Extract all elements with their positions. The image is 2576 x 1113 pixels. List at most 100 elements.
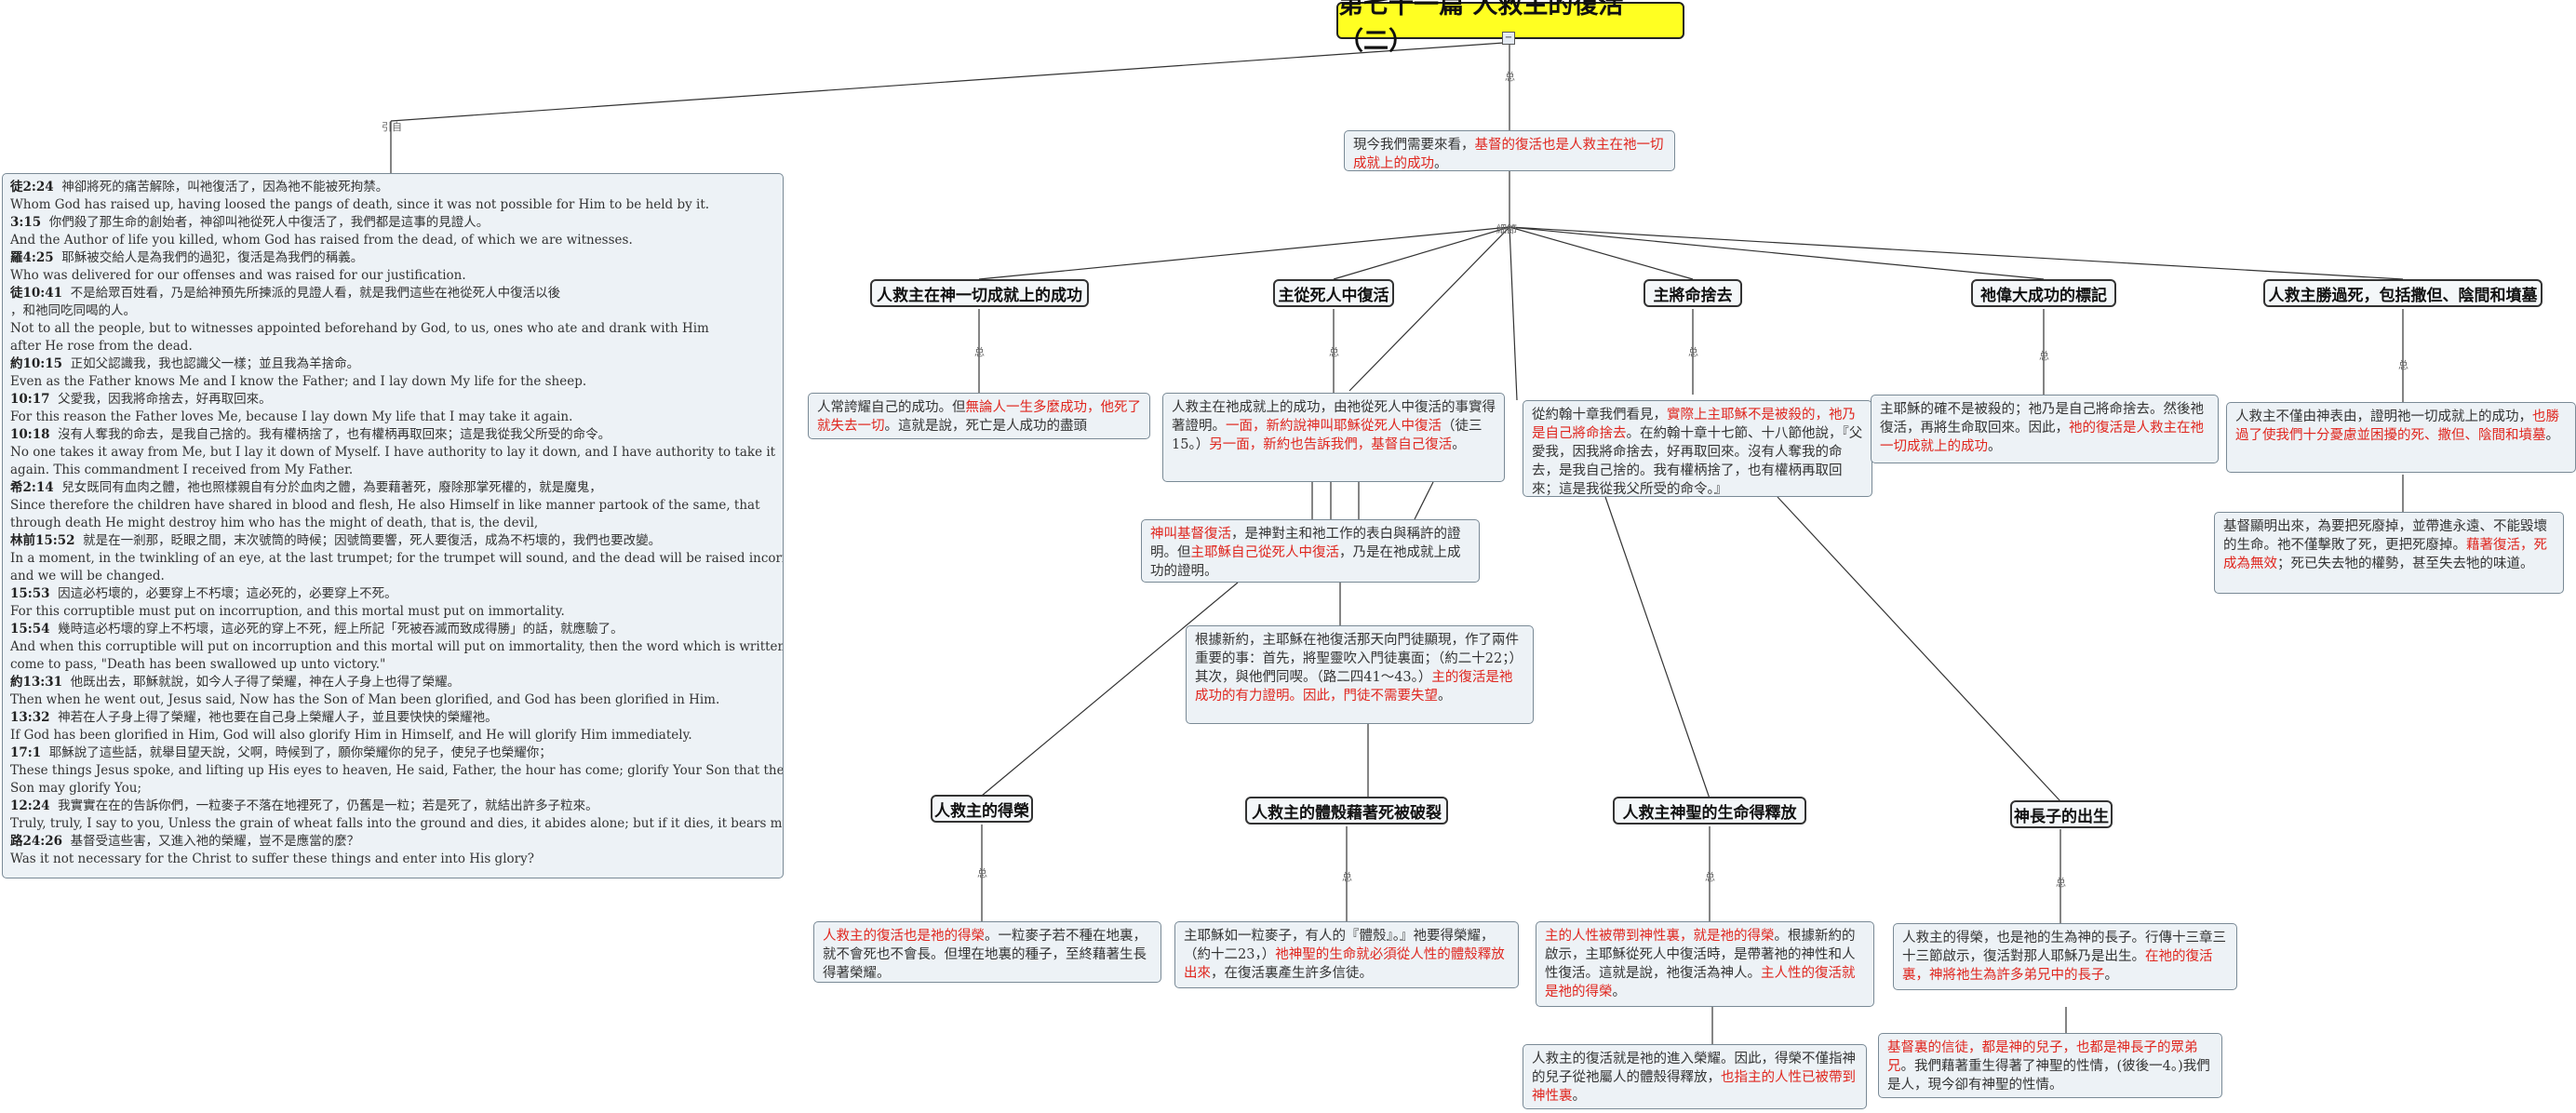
- verse-reference: 10:18: [10, 427, 50, 442]
- verse-chinese: 正如父認識我，我也認識父一樣；並且我為羊捨命。: [70, 356, 360, 371]
- verse-english: Who was delivered for our offenses and w…: [10, 268, 466, 283]
- note-brothers[interactable]: 基督裏的信徒，都是神的兒子，也都是神長子的眾弟兄。我們藉著重生得著了神聖的性情，…: [1878, 1033, 2222, 1098]
- verse-chinese: 耶穌說了這些話，就舉目望天說，父啊，時候到了，願你榮耀你的兒子，使兒子也榮耀你；: [48, 745, 552, 760]
- intro-note[interactable]: 現今我們需要來看，基督的復活也是人救主在祂一切成就上的成功。: [1344, 130, 1675, 171]
- verse-reference: 希2:14: [10, 480, 54, 495]
- verse-english: No one takes it away from Me, but I lay …: [10, 445, 776, 460]
- verse-english: Son may glorify You;: [10, 781, 142, 796]
- note-god-raised[interactable]: 神叫基督復活，是神對主和祂工作的表白與稱許的證明。但主耶穌自己從死人中復活，乃是…: [1141, 519, 1480, 583]
- verse-reference: 林前15:52: [10, 533, 75, 548]
- map-title[interactable]: 第七十一篇 人救主的復活（二）: [1336, 0, 1684, 56]
- reference-line: 3:15 你們殺了那生命的創始者，神卻叫祂從死人中復活了，我們都是這事的見證人。: [10, 214, 775, 232]
- topic-success[interactable]: 人救主在神一切成就上的成功: [870, 279, 1089, 307]
- note-text: 。: [1572, 1089, 1587, 1104]
- highlight-text: 藉著復活，死成為無效: [2223, 538, 2547, 571]
- verse-english: For this corruptible must put on incorru…: [10, 604, 565, 619]
- verse-english: and we will be changed.: [10, 569, 165, 583]
- verse-reference: 17:1: [10, 745, 42, 760]
- note-glorification[interactable]: 人救主的復活也是祂的得榮。一粒麥子若不種在地裏，就不會死也不會長。但埋在地裏的種…: [813, 921, 1161, 983]
- topic-life-released[interactable]: 人救主神聖的生命得釋放: [1613, 797, 1806, 825]
- note-text: 。一粒麥子若不種在地裏，就不會死也不會長。但埋在地裏的種子，至終藉著生長得著榮耀…: [823, 929, 1147, 981]
- reference-line: 10:18 沒有人奪我的命去，是我自己捨的。我有權柄捨了，也有權柄再取回來；這是…: [10, 426, 775, 444]
- reference-line: 15:54 幾時這必朽壞的穿上不朽壞，這必死的穿上不死，經上所記「死被吞滅而致成…: [10, 621, 775, 638]
- verse-english: Even as the Father knows Me and I know t…: [10, 374, 587, 389]
- note-text: 。: [1438, 689, 1452, 704]
- note-appearance[interactable]: 根據新約，主耶穌在祂復活那天向門徒顯現，作了兩件重要的事：首先，將聖靈吹入門徒裏…: [1186, 625, 1534, 724]
- topic-sign-of-success[interactable]: 祂偉大成功的標記: [1971, 279, 2116, 307]
- highlight-text: 基督裏的信徒，都是神的兒子，也都是神長子的眾弟兄: [1887, 1040, 2198, 1074]
- highlight-text: 主人性的復活就是祂的得榮: [1545, 966, 1856, 999]
- note-text: 主耶穌的確不是被殺的；祂乃是自己將命捨去。然後祂復活，再將生命取回來。因此，: [1880, 402, 2204, 436]
- highlight-text: 人救主的復活也是祂的得榮: [823, 929, 985, 944]
- verse-chinese: 就是在一剎那，眨眼之間，末次號筒的時候；因號筒要響，死人要復活，成為不朽壞的，我…: [83, 533, 662, 548]
- note-victory[interactable]: 人救主不僅由神表由，證明祂一切成就上的成功，也勝過了使我們十分憂慮並困擾的死、撒…: [2226, 402, 2576, 473]
- highlight-text: 主的復活是祂成功的有力證明。因此，門徒不需要失望: [1195, 670, 1513, 704]
- link-label-t4: 总: [2039, 350, 2049, 362]
- note-resurrection-fact[interactable]: 人救主在祂成就上的成功，由祂從死人中復活的事實得著證明。一面，新約說神叫耶穌從死…: [1162, 393, 1505, 482]
- verse-english: And when this corruptible will put on in…: [10, 639, 784, 654]
- highlight-text: 主耶穌自己從死人中復活: [1190, 545, 1340, 560]
- highlight-text: 也指主的人性已被帶到神性裏: [1532, 1070, 1856, 1104]
- reference-line: 約13:31 他既出去，耶穌就說，如今人子得了榮耀，神在人子身上也得了榮耀。: [10, 674, 775, 691]
- note-sign-of-success[interactable]: 主耶穌的確不是被殺的；祂乃是自己將命捨去。然後祂復活，再將生命取回來。因此，祂的…: [1871, 395, 2219, 463]
- verse-reference: 13:32: [10, 710, 50, 725]
- note-text: 根據新約，主耶穌在祂復活那天向門徒顯現，作了兩件重要的事：首先，將聖靈吹入門徒裏…: [1195, 633, 1523, 685]
- note-success[interactable]: 人常誇耀自己的成功。但無論人一生多麼成功，他死了就失去一切。這就是說，死亡是人成…: [808, 393, 1150, 439]
- note-text: 。: [1612, 985, 1627, 999]
- verse-chinese: 我實實在在的告訴你們，一粒麥子不落在地裡死了，仍舊是一粒；若是死了，就結出許多子…: [58, 798, 598, 813]
- topic-firstborn[interactable]: 神長子的出生: [2010, 800, 2113, 828]
- reference-line: 徒2:24 神卻將死的痛苦解除，叫祂復活了，因為祂不能被死拘禁。: [10, 179, 775, 196]
- link-label-t1: 总: [974, 346, 985, 358]
- note-text: 人救主在祂成就上的成功，由祂從死人中復活的事實得著證明。: [1172, 400, 1496, 434]
- verse-english: after He rose from the dead.: [10, 339, 193, 354]
- verse-reference: 徒10:41: [10, 286, 63, 301]
- reference-line: 希2:14 兒女既同有血肉之體，祂也照樣親自有分於血肉之體，為要藉著死，廢除那掌…: [10, 479, 775, 497]
- verse-reference: 約13:31: [10, 675, 63, 690]
- topic-shell-broken[interactable]: 人救主的體殼藉著死被破裂: [1245, 797, 1448, 825]
- note-text: 。: [1452, 437, 1466, 452]
- verse-chinese: 因這必朽壞的，必要穿上不朽壞；這必死的，必要穿上不死。: [58, 586, 397, 601]
- link-label-yinzi: 引自: [382, 121, 402, 133]
- verse-reference: 3:15: [10, 215, 42, 230]
- verse-english: through death He might destroy him who h…: [10, 516, 539, 530]
- reference-line: 15:53 因這必朽壞的，必要穿上不朽壞；這必死的，必要穿上不死。: [10, 585, 775, 603]
- reference-line: 林前15:52 就是在一剎那，眨眼之間，末次號筒的時候；因號筒要響，死人要復活，…: [10, 532, 775, 550]
- verse-english: again. This commandment I received from …: [10, 463, 354, 477]
- scripture-references-note[interactable]: 徒2:24 神卻將死的痛苦解除，叫祂復活了，因為祂不能被死拘禁。Whom God…: [2, 173, 784, 878]
- note-text: ，是神對主和祂工作的表白與稱許的證明。但: [1150, 527, 1461, 560]
- reference-line: 徒10:41 不是給眾百姓看，乃是給神預先所揀派的見證人看，就是我們這些在祂從死…: [10, 285, 775, 302]
- topic-resurrection[interactable]: 主從死人中復活: [1273, 279, 1394, 307]
- highlight-text: 另一面，新約也告訴我們，基督自己復活: [1209, 437, 1453, 452]
- topic-lay-down-life[interactable]: 主將命捨去: [1644, 279, 1742, 307]
- link-label-t3: 总: [1688, 346, 1698, 358]
- topic-victory-over-death[interactable]: 人救主勝過死，包括撒但、陰間和墳墓: [2263, 279, 2542, 307]
- highlight-text: 一面，新約說神叫耶穌從死人中復活: [1226, 419, 1442, 434]
- link-label-t6: 总: [977, 867, 987, 879]
- note-shell-broken[interactable]: 主耶穌如一粒麥子，有人的『體殼』。』祂要得榮耀，（約十二23，）祂神聖的生命就必…: [1174, 921, 1519, 988]
- note-humanity-glorified[interactable]: 主的人性被帶到神性裏，就是祂的得榮。根據新約的啟示，主耶穌從死人中復活時，是帶著…: [1536, 921, 1874, 1007]
- note-entering-glory[interactable]: 人救主的復活就是祂的進入榮耀。因此，得榮不僅指神的兒子從祂屬人的體殼得釋放，也指…: [1523, 1044, 1867, 1109]
- verse-english: In a moment, in the twinkling of an eye,…: [10, 551, 784, 566]
- link-label-root: 总: [1505, 71, 1515, 83]
- note-text: ，乃是在祂成就上成功的證明。: [1150, 545, 1461, 579]
- verse-english: For this reason the Father loves Me, bec…: [10, 409, 573, 424]
- link-label-t9: 总: [2056, 877, 2066, 889]
- verse-reference: 羅4:25: [10, 250, 54, 265]
- verse-chinese: 神卻將死的痛苦解除，叫祂復活了，因為祂不能被死拘禁。: [61, 180, 389, 194]
- verse-chinese: 幾時這必朽壞的穿上不朽壞，這必死的穿上不死，經上所記「死被吞滅而致成得勝」的話，…: [58, 622, 624, 637]
- topic-glorification[interactable]: 人救主的得榮: [931, 795, 1033, 823]
- note-text: 。: [2104, 968, 2119, 983]
- note-text: ，在復活裏產生許多信徒。: [1211, 966, 1373, 981]
- collapse-toggle-icon[interactable]: −: [1502, 32, 1515, 45]
- note-death-abolished[interactable]: 基督顯明出來，為要把死廢掉，並帶進永遠、不能毀壞的生命。祂不僅擊敗了死，更把死廢…: [2214, 512, 2564, 594]
- verse-reference: 15:53: [10, 586, 50, 601]
- verse-english: come to pass, "Death has been swallowed …: [10, 657, 386, 672]
- note-firstborn[interactable]: 人救主的得榮，也是祂的生為神的長子。行傳十三章三十三節啟示，復活對那人耶穌乃是出…: [1893, 923, 2237, 990]
- highlight-text: 無論人一生多麼成功，他死了就失去一切: [817, 400, 1141, 434]
- note-not-killed[interactable]: 從約翰十章我們看見，實際上主耶穌不是被殺的，祂乃是自己將命捨去。在約翰十章十七節…: [1523, 400, 1872, 497]
- verse-chinese: 父愛我，因我將命捨去，好再取回來。: [58, 392, 272, 407]
- verse-chinese-cont: ，和祂同吃同喝的人。: [10, 303, 136, 318]
- note-text: （徒三15。）: [1172, 419, 1483, 452]
- note-text: 人救主的得榮，也是祂的生為神的長子。行傳十三章三十三節啟示，復活對那人耶穌乃是出…: [1902, 931, 2226, 964]
